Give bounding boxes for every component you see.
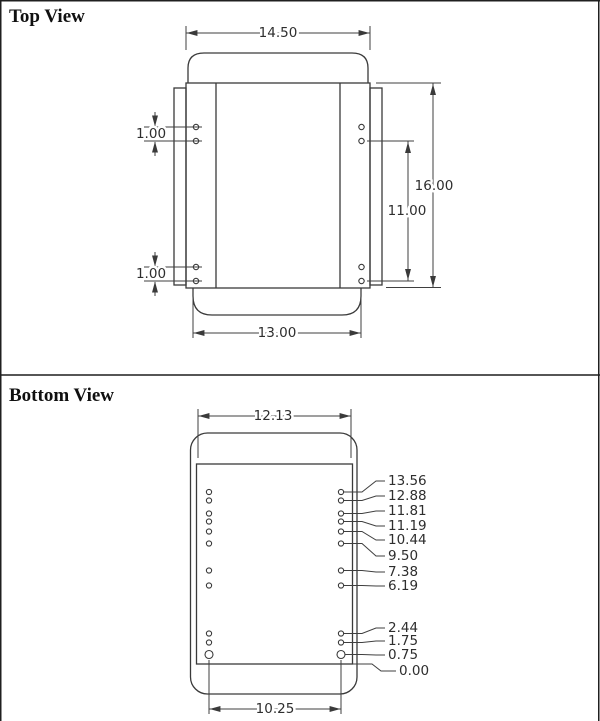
hole-label: 11.81 (388, 503, 427, 519)
hole-label: 12.88 (388, 488, 427, 504)
top-view-outline (173, 52, 383, 316)
right-flange-outline (369, 87, 383, 286)
dim-hole-pitch-top-label: 1.00 (136, 126, 166, 142)
body-outline (185, 82, 371, 289)
hole-ordinate-labels: 13.56 12.88 11.81 11.19 10.44 9.50 7.38 … (386, 471, 432, 682)
dim-width-top: 14.50 (185, 23, 371, 50)
bottom-view-title: Bottom View (9, 385, 114, 406)
top-view: Top View 14.50 (9, 6, 456, 344)
dim-hole-pitch-bottom-label: 1.00 (136, 266, 166, 282)
dim-height-label: 16.00 (415, 178, 454, 194)
top-view-holes (192, 123, 365, 285)
hole-label: 10.44 (388, 532, 427, 548)
left-flange-outline (173, 87, 187, 286)
hole-label: 0.00 (399, 663, 429, 679)
cover-outline (189, 432, 358, 695)
dim-base-width-top-label: 12.13 (254, 408, 293, 424)
dim-width-bottom: 13.00 (192, 290, 362, 344)
bottom-view-holes-right (336, 488, 346, 660)
hole-label: 0.75 (388, 647, 418, 663)
dim-base-width-top: 12.13 (197, 406, 352, 458)
dim-hole-pitch-top: 1.00 (133, 112, 202, 156)
dim-width-bottom-label: 13.00 (258, 325, 297, 341)
top-view-title: Top View (9, 6, 85, 27)
hole-label: 9.50 (388, 548, 418, 564)
dim-width-top-label: 14.50 (259, 25, 298, 41)
hole-label: 2.44 (388, 620, 418, 636)
top-tab-outline (187, 52, 369, 83)
hole-label: 1.75 (388, 633, 418, 649)
bottom-tab-outline (192, 288, 362, 316)
hole-leader-lines (344, 480, 396, 672)
bottom-view: Bottom View (9, 385, 432, 720)
hole-label: 7.38 (388, 564, 418, 580)
bottom-view-holes-left (204, 488, 214, 660)
dim-hole-span: 11.00 (367, 140, 429, 282)
bottom-view-outline (189, 432, 358, 695)
hole-label: 13.56 (388, 473, 427, 489)
dim-hole-pitch-bottom: 1.00 (133, 252, 202, 296)
dim-hole-columns-span: 10.25 (208, 660, 342, 720)
hole-label: 11.19 (388, 518, 427, 534)
hole-label: 6.19 (388, 578, 418, 594)
dim-height: 16.00 (376, 82, 456, 288)
dim-hole-span-label: 11.00 (388, 203, 427, 219)
base-plate-outline (195, 463, 354, 665)
dim-hole-columns-span-label: 10.25 (256, 701, 295, 717)
